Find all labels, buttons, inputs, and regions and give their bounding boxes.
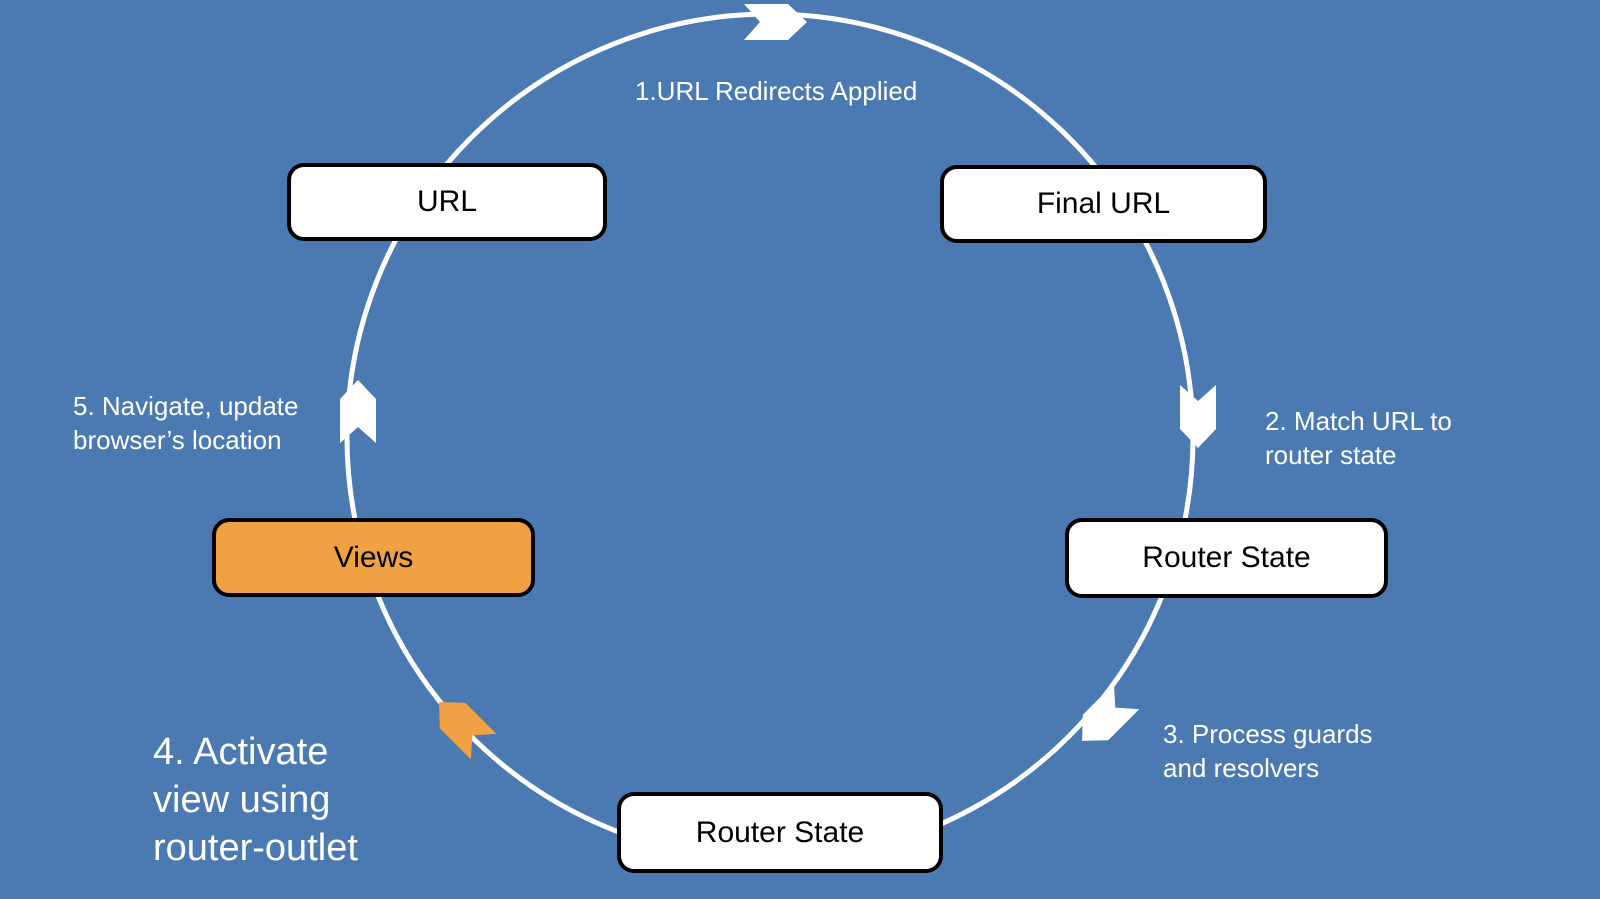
- flow-arrow-up-icon: [340, 380, 376, 443]
- node-url-label: URL: [416, 185, 477, 218]
- step-label-5: 5. Navigate, update browser’s location: [73, 391, 299, 455]
- step-label-4: 4. Activate view using router-outlet: [153, 731, 358, 869]
- node-router-state-bottom-label: Router State: [695, 815, 865, 849]
- node-router-state-right-label: Router State: [1142, 541, 1311, 574]
- node-router-state-right: Router State: [1065, 518, 1388, 598]
- node-url: URL: [287, 163, 607, 241]
- node-views-label: Views: [333, 540, 414, 574]
- flow-arrow-down-left-icon: [1082, 683, 1140, 741]
- node-final-url: Final URL: [940, 165, 1267, 243]
- flow-arrow-right-icon: [744, 4, 807, 40]
- flow-arrow-down-icon: [1180, 385, 1216, 448]
- flow-arrow-up-left-icon: [439, 702, 497, 760]
- step-label-1: 1.URL Redirects Applied: [635, 76, 918, 106]
- step-label-3: 3. Process guards and resolvers: [1163, 719, 1373, 783]
- node-views: Views: [212, 518, 535, 597]
- node-router-state-bottom: Router State: [617, 792, 943, 873]
- step-label-2: 2. Match URL to router state: [1265, 406, 1452, 470]
- node-final-url-label: Final URL: [1036, 187, 1171, 220]
